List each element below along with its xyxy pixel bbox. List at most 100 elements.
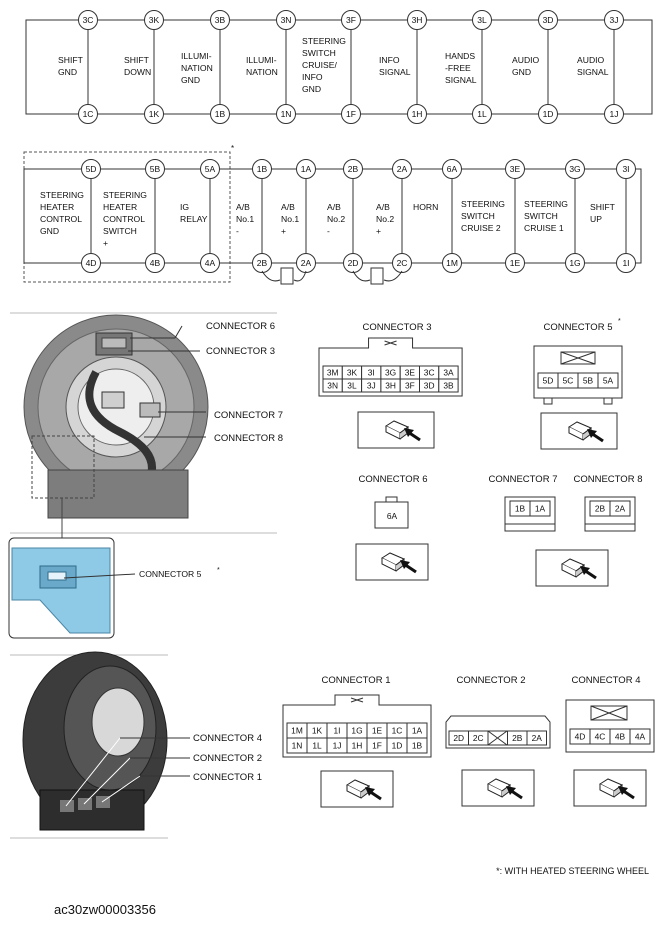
strip2-pin-bottom-label: 1E — [510, 258, 521, 268]
connector-1-latch — [350, 697, 364, 703]
photo-bottom-callout: CONNECTOR 1 — [193, 772, 262, 783]
connector-3-row2-pin-label: 3D — [424, 381, 435, 391]
strip1-pin-circle — [407, 10, 427, 30]
strip1-signal-label: AUDIO — [512, 55, 540, 65]
strip2-pin-top-label: 6A — [447, 164, 458, 174]
connector-2-cell — [526, 730, 547, 746]
connector-2-pin-label: 2C — [473, 733, 484, 743]
callout-connector-5: CONNECTOR 5 — [139, 569, 202, 579]
inset-focus-box — [31, 435, 95, 499]
connector-1-row1-pin-label: 1C — [392, 726, 403, 736]
strip2-pin-bottom-label: 2C — [397, 258, 408, 268]
strip1-pin-circle — [604, 10, 624, 30]
strip2-pin-circle — [252, 253, 272, 273]
strip1: 3C1C3K1K3B1B3N1N3F1F3H1H3L1L3D1D3J1JSHIF… — [25, 10, 653, 124]
strip1-pin-circle — [472, 10, 492, 30]
strip2-pin-circle — [200, 253, 220, 273]
strip2-pin-bottom-label: 4B — [150, 258, 161, 268]
strip2-signal-label: SWITCH — [461, 211, 495, 221]
strip2-pin-circle — [442, 253, 462, 273]
connector-5-housing — [533, 345, 623, 399]
strip2-pin-top-label: 5D — [86, 164, 97, 174]
strip1-pin-top-label: 3L — [477, 15, 487, 25]
strip1-signal-label: AUDIO — [577, 55, 605, 65]
strip2-pin-bottom-label: 4A — [205, 258, 216, 268]
strip2-signal-label: - — [236, 226, 239, 236]
connector-5-cell — [597, 372, 619, 389]
strip2-pin-bottom-label: 2B — [257, 258, 268, 268]
strip2-pin-circle — [145, 253, 165, 273]
strip1-pin-top-label: 3F — [346, 15, 356, 25]
strip1-signal-label: NATION — [246, 67, 278, 77]
strip2-pin-circle — [616, 159, 636, 179]
image-code: ac30zw00003356 — [54, 902, 156, 917]
strip2-signal-label: No.2 — [327, 214, 345, 224]
connector-3-row2-pin-label: 3N — [327, 381, 338, 391]
strip1-pin-circle — [78, 104, 98, 124]
connector-1-row1-pin-label: 1K — [312, 726, 323, 736]
connector-8-pin-label: 2B — [595, 504, 606, 514]
photo-top-callout: CONNECTOR 8 — [214, 433, 283, 444]
strip1-pin-circle — [538, 104, 558, 124]
strip2-signal-label: CONTROL — [40, 214, 82, 224]
connector-1-row2-pin-label: 1N — [292, 741, 303, 751]
strip1-pin-circle — [472, 104, 492, 124]
connector-3-row2-cell — [438, 378, 459, 393]
connector-1-row2-pin-label: 1D — [392, 741, 403, 751]
strip2-pin-circle — [145, 159, 165, 179]
strip1-signal-label: SIGNAL — [379, 67, 411, 77]
strip2-pin-bottom-label: 2D — [348, 258, 359, 268]
strip2-frame — [23, 168, 642, 264]
strip2-signal-label: STEERING — [40, 190, 84, 200]
connector-1-row1-pin-label: 1G — [351, 726, 362, 736]
strip1-signal-label: INFO — [379, 55, 400, 65]
connector-3-row1-pin-label: 3C — [424, 368, 435, 378]
strip1-pin-circle — [210, 104, 230, 124]
connector-4-pin-label: 4B — [615, 732, 626, 742]
strip2-pin-circle — [505, 159, 525, 179]
connector-2-view-icon — [461, 769, 535, 807]
strip1-pin-top-label: 3H — [412, 15, 423, 25]
strip1-signal-label: DOWN — [124, 67, 151, 77]
connector-2-pin-label: 2B — [512, 733, 523, 743]
photo-top-callout: CONNECTOR 6 — [206, 321, 275, 332]
strip2-pin-top-label: 1A — [301, 164, 312, 174]
strip2-pin-top-label: 3I — [622, 164, 629, 174]
strip2-signal-label: A/B — [376, 202, 390, 212]
shorting-bar-1 — [280, 267, 294, 285]
connector-3-row1-pin-label: 3K — [347, 368, 358, 378]
connector-3-title: CONNECTOR 3 — [363, 322, 432, 333]
connector-7-pin-label: 1A — [535, 504, 546, 514]
connector-7-8-view-icon — [535, 549, 609, 587]
connector-5-latch — [560, 351, 596, 365]
strip2-pin-circle — [565, 159, 585, 179]
strip2-pin-circle — [616, 253, 636, 273]
connector-3-row1-pin-label: 3I — [368, 368, 375, 378]
shorting-link-2b — [383, 270, 403, 282]
strip2-pin-top-label: 2B — [348, 164, 359, 174]
strip1-signal-label: NATION — [181, 63, 213, 73]
connector-1-view-icon — [320, 770, 394, 808]
shorting-bar-2 — [370, 267, 384, 285]
strip2-signal-label: SWITCH — [103, 226, 137, 236]
inset-connector-housing — [11, 547, 111, 634]
strip1-pin-circle — [144, 10, 164, 30]
strip2-signal-label: + — [281, 226, 286, 236]
strip1-signal-label: GND — [512, 67, 531, 77]
strip1-pin-circle — [78, 10, 98, 30]
strip1-signal-label: GND — [181, 75, 200, 85]
connector-3-row1-pin-label: 3M — [327, 368, 339, 378]
strip1-pin-bottom-label: 1J — [610, 109, 619, 119]
connector-3-row2-pin-label: 3B — [443, 381, 454, 391]
strip1-pin-bottom-label: 1F — [346, 109, 356, 119]
photo-bottom-callout: CONNECTOR 4 — [193, 733, 262, 744]
strip2-pin-bottom-label: 2A — [301, 258, 312, 268]
strip2-pin-circle — [81, 253, 101, 273]
connector-4-cell — [629, 728, 651, 745]
connector-2-title: CONNECTOR 2 — [457, 675, 526, 686]
connector-7-title: CONNECTOR 7 — [489, 474, 558, 485]
strip1-signal-label: SIGNAL — [445, 75, 477, 85]
strip1-pin-bottom-label: 1N — [281, 109, 292, 119]
